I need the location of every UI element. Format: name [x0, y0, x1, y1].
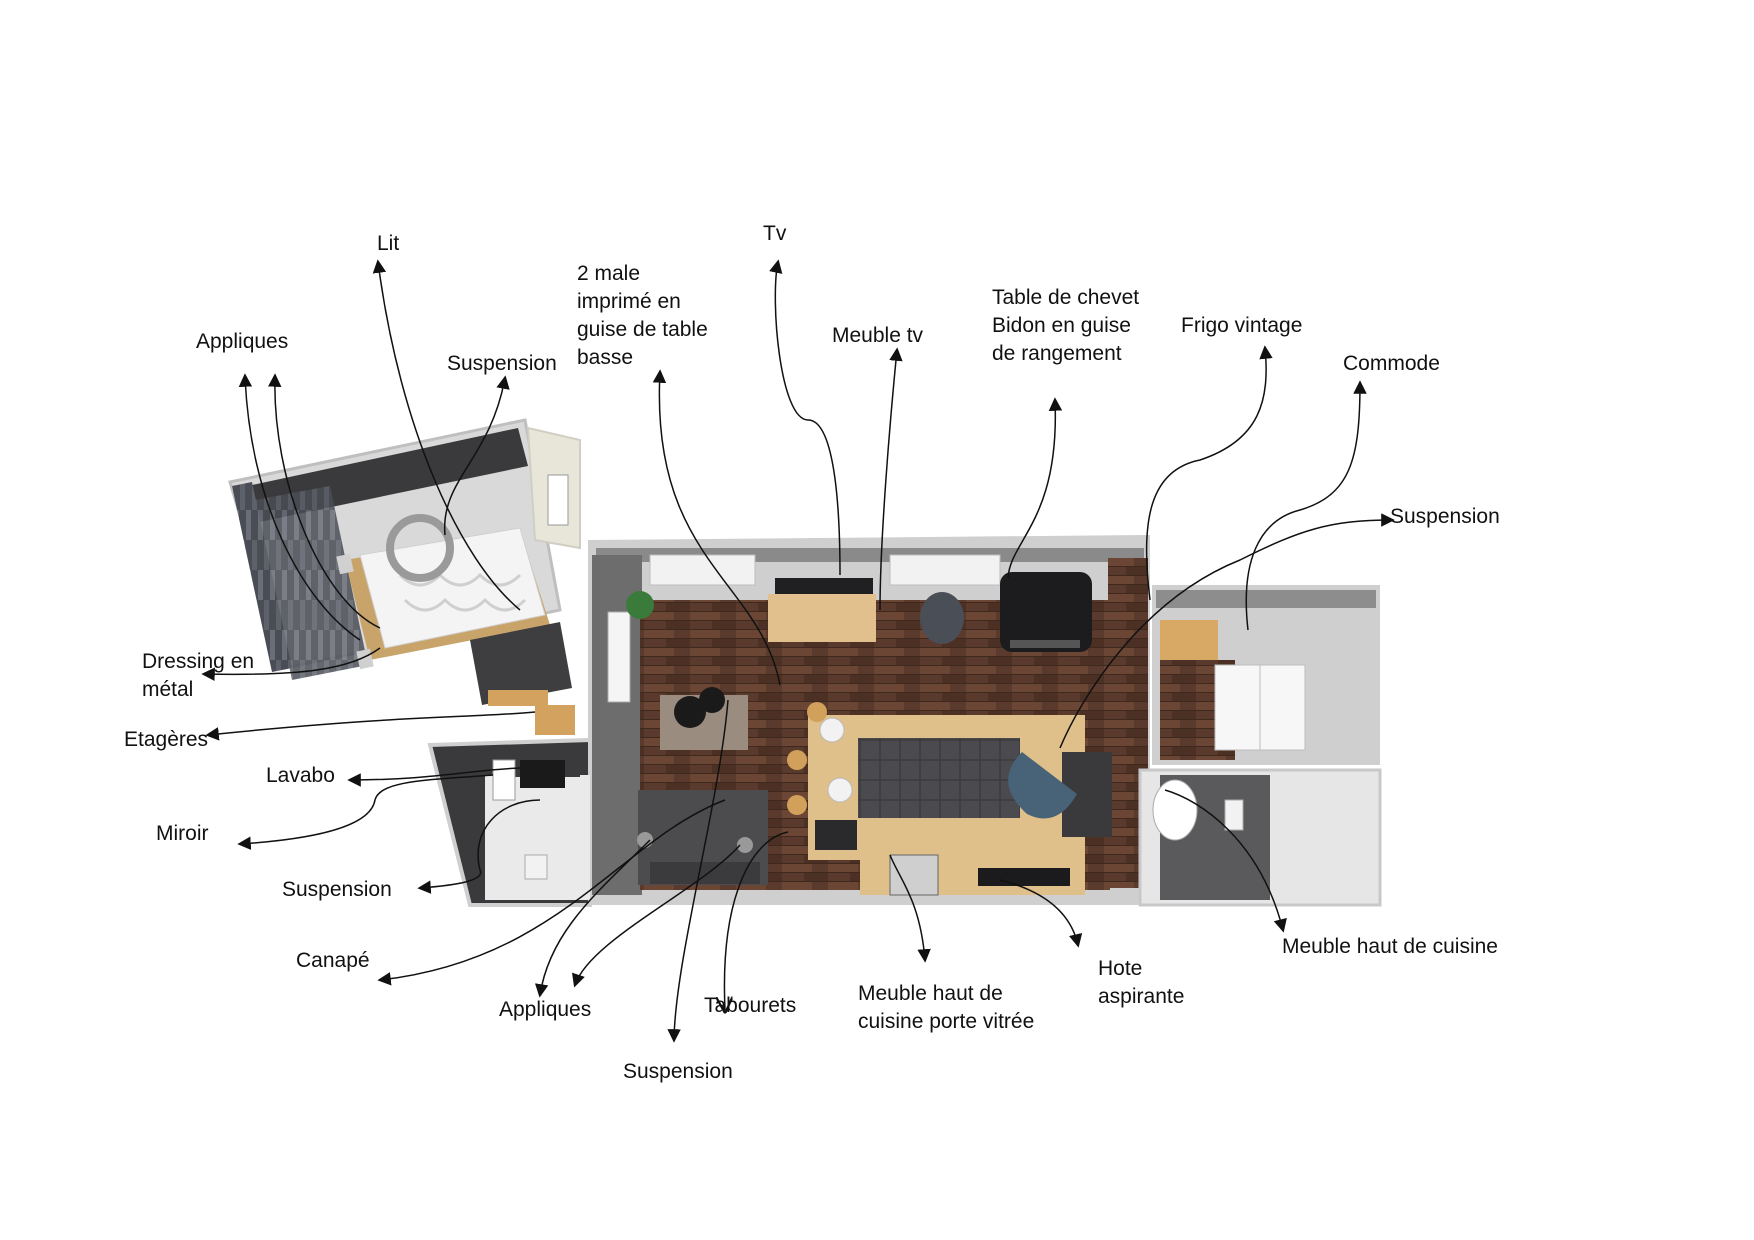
label-line: 2 male: [577, 262, 641, 285]
label-tv: Tv: [763, 220, 786, 248]
label-line: imprimé en: [577, 290, 681, 313]
pendant-lamp-bedroom: [386, 514, 454, 582]
label-tabourets: Tabourets: [704, 992, 796, 1020]
label-line: cuisine porte vitrée: [858, 1010, 1035, 1033]
label-suspension-bed: Suspension: [447, 350, 557, 378]
washbasin: [520, 760, 565, 788]
label-line: Table de chevet: [992, 286, 1140, 309]
label-line: Appliques: [196, 330, 289, 353]
label-line: Suspension: [282, 878, 392, 901]
label-line: basse: [577, 346, 634, 369]
label-line: Tabourets: [704, 994, 797, 1017]
stool-2: [827, 777, 853, 803]
plant: [626, 591, 654, 619]
vintage-fridge: [1000, 572, 1092, 652]
stool-1: [819, 717, 845, 743]
label-line: Suspension: [1390, 505, 1500, 528]
label-lavabo: Lavabo: [266, 762, 335, 790]
label-line: Suspension: [623, 1060, 733, 1083]
label-dressing: Dressing en métal: [142, 648, 254, 704]
label-line: Suspension: [447, 352, 557, 375]
label-line: guise de table: [577, 318, 708, 341]
label-suspension-bottom: Suspension: [623, 1058, 733, 1086]
label-malle: 2 male imprimé en guise de table basse: [577, 260, 708, 372]
tv-unit: [768, 594, 876, 642]
label-line: métal: [142, 678, 194, 701]
label-meuble-haut-cuisine: Meuble haut de cuisine: [1282, 933, 1498, 961]
label-line: de rangement: [992, 342, 1122, 365]
label-line: Lavabo: [266, 764, 335, 787]
range-hood: [978, 868, 1070, 886]
label-line: Lit: [377, 232, 400, 255]
label-line: Appliques: [499, 998, 592, 1021]
label-line: Hote: [1098, 957, 1143, 980]
label-line: Canapé: [296, 949, 370, 972]
label-frigo: Frigo vintage: [1181, 312, 1302, 340]
armchair: [1008, 752, 1077, 819]
label-etageres: Etagères: [124, 726, 208, 754]
glass-wall-cabinet: [889, 854, 939, 896]
label-appliques-top: Appliques: [196, 328, 288, 356]
label-line: Miroir: [156, 822, 209, 845]
kitchen-cooktop-area: [858, 738, 1020, 818]
label-line: Meuble haut de: [858, 982, 1003, 1005]
label-line: Commode: [1343, 352, 1440, 375]
shelves: [535, 705, 575, 735]
label-line: Bidon en guise: [992, 314, 1131, 337]
label-line: Meuble tv: [832, 324, 924, 347]
right-rooms: [1138, 585, 1382, 907]
wall-lamp-right: [737, 837, 753, 853]
label-line: Dressing en: [142, 650, 255, 673]
tv: [775, 578, 873, 594]
label-meuble-haut-vitre: Meuble haut de cuisine porte vitrée: [858, 980, 1034, 1036]
chest-of-drawers: [1160, 620, 1218, 660]
label-suspension-bath: Suspension: [282, 876, 392, 904]
label-appliques-bottom: Appliques: [499, 996, 591, 1024]
drum-side-table: [920, 592, 964, 644]
label-meuble-tv: Meuble tv: [832, 322, 923, 350]
bathroom-area: [427, 690, 592, 907]
label-commode: Commode: [1343, 350, 1440, 378]
label-miroir: Miroir: [156, 820, 209, 848]
label-line: Tv: [763, 222, 787, 245]
metal-dressing: [470, 622, 572, 705]
label-line: aspirante: [1098, 985, 1185, 1008]
living-room-area: [588, 535, 1150, 905]
leader-lines: [201, 259, 1395, 1043]
label-lit: Lit: [377, 230, 399, 258]
mirror: [492, 759, 516, 801]
label-suspension-right: Suspension: [1390, 503, 1500, 531]
label-line: Meuble haut de cuisine: [1282, 935, 1498, 958]
label-line: Frigo vintage: [1181, 314, 1303, 337]
label-canape: Canapé: [296, 947, 370, 975]
label-hote: Hote aspirante: [1098, 955, 1184, 1011]
bedroom-area: [228, 418, 581, 705]
label-line: Etagères: [124, 728, 209, 751]
